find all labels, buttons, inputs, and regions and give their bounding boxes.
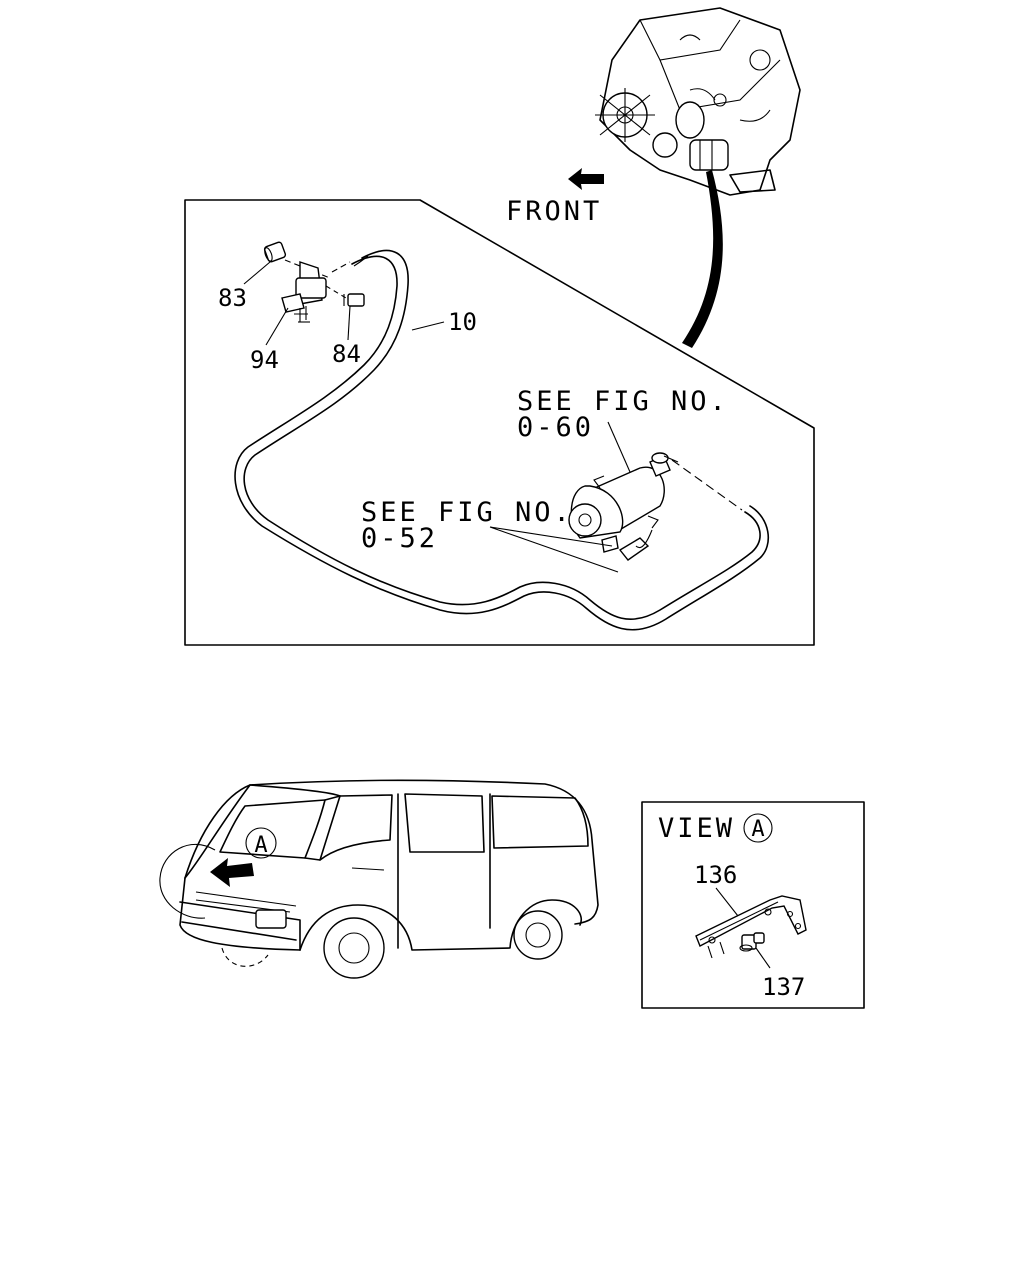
engine-leader bbox=[682, 170, 723, 348]
leader-10 bbox=[411, 321, 445, 331]
leader-84 bbox=[347, 305, 351, 341]
switch-137 bbox=[739, 932, 765, 952]
detail-circle bbox=[159, 843, 216, 919]
alternator-assembly bbox=[568, 452, 679, 561]
van-marker-circle bbox=[245, 827, 277, 859]
callout-94: 94 bbox=[250, 346, 279, 374]
callout-83: 83 bbox=[218, 284, 247, 312]
view-label: VIEW bbox=[658, 813, 735, 844]
van-illustration bbox=[179, 779, 599, 979]
callout-136: 136 bbox=[694, 861, 737, 889]
view-marker-letter: A bbox=[751, 817, 764, 842]
bracket-136 bbox=[695, 895, 807, 959]
callout-84: 84 bbox=[332, 340, 361, 368]
leader-94 bbox=[265, 307, 289, 346]
leader-83 bbox=[243, 261, 271, 285]
see-fig-label-2: SEE FIG NO. bbox=[361, 497, 573, 528]
callout-137: 137 bbox=[762, 973, 805, 1001]
fig-052-leader bbox=[489, 526, 619, 573]
fig-ref-060: 0-60 bbox=[517, 412, 594, 443]
callout-10: 10 bbox=[448, 308, 477, 336]
front-label: FRONT bbox=[506, 196, 602, 227]
vacuum-switch-assembly bbox=[263, 241, 365, 323]
fig-060-leader bbox=[607, 421, 631, 473]
front-direction-arrow bbox=[568, 168, 604, 190]
view-marker-circle bbox=[743, 813, 773, 843]
vacuum-hose-outline bbox=[234, 255, 769, 631]
see-fig-label-1: SEE FIG NO. bbox=[517, 386, 729, 417]
fig-ref-052: 0-52 bbox=[361, 523, 438, 554]
leader-137 bbox=[755, 947, 771, 969]
vacuum-hose bbox=[243, 249, 761, 620]
leader-136 bbox=[715, 887, 739, 917]
engine-illustration bbox=[595, 7, 801, 196]
view-arrow bbox=[210, 858, 254, 887]
view-a-frame bbox=[641, 801, 865, 1009]
van-marker-letter: A bbox=[254, 833, 267, 858]
detail-frame bbox=[184, 199, 815, 646]
